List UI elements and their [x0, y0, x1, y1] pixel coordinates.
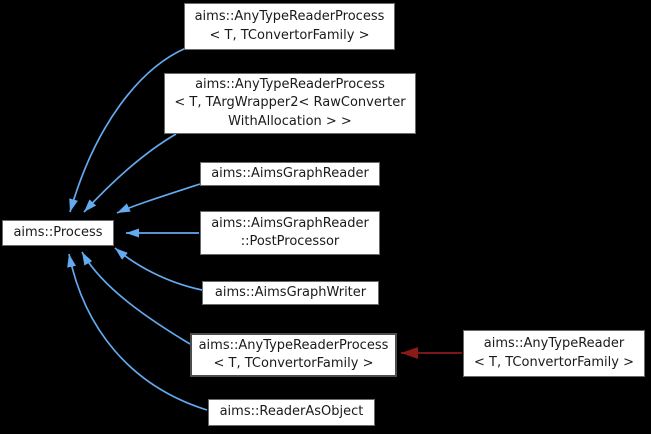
class-template-args: < T, TConvertorFamily >	[209, 27, 370, 43]
class-node-aimsgraphreader-postprocessor[interactable]: aims::AimsGraphReader ::PostProcessor	[200, 211, 380, 255]
class-node-readerasobject[interactable]: aims::ReaderAsObject	[208, 399, 375, 426]
class-label: aims::AimsGraphReader	[211, 165, 369, 181]
class-label: aims::AnyTypeReaderProcess	[194, 9, 385, 24]
inheritance-edge-readerasobject	[67, 253, 208, 411]
class-node-aimsgraphwriter[interactable]: aims::AimsGraphWriter	[202, 281, 379, 305]
inheritance-edge-anytypereaderprocess-main	[81, 251, 191, 345]
class-node-anytypereader[interactable]: aims::AnyTypeReader < T, TConvertorFamil…	[463, 330, 645, 377]
class-template-args: < T, TConvertorFamily >	[474, 354, 634, 370]
class-label: aims::ReaderAsObject	[219, 404, 364, 420]
class-label: aims::AimsGraphReader	[211, 215, 369, 231]
class-template-args: < T, TConvertorFamily >	[213, 356, 374, 371]
inheritance-edge-aimsgraphwriter	[114, 247, 203, 291]
class-label: aims::AimsGraphWriter	[214, 284, 367, 300]
class-template-args: < T, TArgWrapper2< RawConverter	[174, 95, 406, 111]
class-node-anytypereaderprocess-top[interactable]: aims::AnyTypeReaderProcess < T, TConvert…	[184, 3, 395, 50]
class-template-args: WithAllocation > >	[228, 113, 352, 129]
class-label: ::PostProcessor	[240, 234, 340, 249]
class-label: aims::AnyTypeReaderProcess	[195, 76, 385, 92]
class-label: aims::AnyTypeReaderProcess	[198, 337, 389, 353]
class-label: aims::Process	[13, 224, 103, 240]
class-node-anytypereaderprocess-main[interactable]: aims::AnyTypeReaderProcess < T, TConvert…	[190, 333, 397, 377]
inheritance-edge-aimsgraphreader	[116, 183, 201, 214]
inheritance-edge-anytypereaderprocess-targwrapper2	[83, 133, 177, 213]
class-label: aims::AnyTypeReader	[483, 336, 625, 351]
class-node-aimsgraphreader[interactable]: aims::AimsGraphReader	[200, 162, 380, 186]
class-node-process[interactable]: aims::Process	[2, 220, 114, 246]
inheritance-edge-anytypereaderprocess-top	[69, 47, 187, 213]
class-node-anytypereaderprocess-targwrapper2[interactable]: aims::AnyTypeReaderProcess < T, TArgWrap…	[164, 73, 416, 134]
